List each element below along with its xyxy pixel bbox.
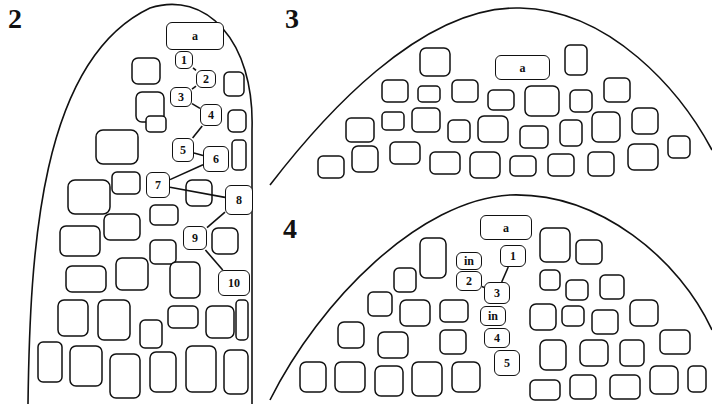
cell: in [456, 252, 482, 270]
wall-connector [192, 86, 196, 89]
cell-number: 2 [466, 275, 472, 287]
cell: 1 [500, 245, 526, 267]
cell-number: in [488, 310, 498, 322]
cell-number: 7 [155, 179, 161, 191]
cell-number: a [192, 30, 198, 42]
wall-connector [502, 267, 508, 282]
wall-connector [192, 104, 200, 109]
wall-connector [170, 187, 225, 197]
cell: 8 [225, 185, 253, 215]
cell: 5 [494, 350, 520, 376]
cell-number: 1 [510, 250, 516, 262]
cell: 7 [146, 172, 170, 198]
figure-number: 4 [283, 215, 297, 243]
cell: 9 [183, 226, 207, 250]
cells [38, 45, 706, 400]
cell-number: 3 [494, 287, 500, 299]
figure-number: 3 [285, 5, 299, 33]
apex-outline [28, 4, 252, 404]
wall-connector [170, 165, 203, 180]
wall-connector [194, 153, 203, 155]
wall-connector [193, 68, 196, 71]
cell-number: 5 [180, 144, 186, 156]
apex-outline [270, 195, 712, 400]
cell-number: 9 [192, 232, 198, 244]
wall-connector [205, 250, 222, 270]
cell: 2 [456, 271, 482, 291]
cell-number: 10 [228, 277, 240, 289]
cell: 4 [200, 104, 222, 126]
apex-outline [270, 8, 712, 185]
cell: 4 [484, 328, 510, 348]
cell: 3 [484, 282, 510, 304]
cell-number: 2 [203, 73, 209, 85]
cell: a [480, 215, 532, 240]
cell-number: 4 [494, 332, 500, 344]
cell-number: 1 [181, 54, 187, 66]
cell-number: a [503, 222, 509, 234]
cell: 5 [172, 138, 194, 162]
cell: in [480, 306, 506, 326]
cell: 3 [170, 87, 192, 107]
cell-number: a [520, 62, 526, 74]
cell: a [495, 55, 550, 80]
cell: 6 [203, 146, 229, 172]
cell: 2 [196, 70, 216, 88]
figure-number: 2 [8, 5, 22, 33]
wall-connector [207, 212, 225, 228]
cell-number: 3 [178, 91, 184, 103]
wall-connector [193, 126, 203, 138]
cell-number: 6 [213, 153, 219, 165]
cell: a [166, 22, 224, 50]
cell: 1 [175, 51, 193, 69]
cell: 10 [218, 270, 250, 296]
cell-number: in [464, 255, 474, 267]
cell-number: 5 [504, 357, 510, 369]
cell-number: 8 [236, 194, 242, 206]
cell-number: 4 [208, 109, 214, 121]
